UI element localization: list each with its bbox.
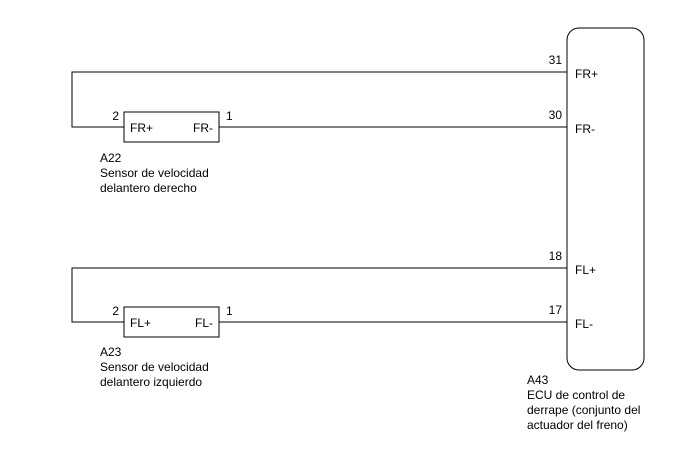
ecu-pin-30-number: 30: [549, 108, 563, 122]
sensor-right-pin-left-label: FR+: [130, 121, 153, 135]
sensor-left-desc-line-1: Sensor de velocidad: [100, 360, 209, 374]
sensor-left-pin-left-number: 2: [112, 304, 119, 318]
sensor-left-block: [123, 306, 220, 338]
ecu-desc-line-3: actuador del freno): [527, 418, 628, 432]
sensor-left-pin-right-label: FL-: [195, 316, 213, 330]
ecu-pin-18-number: 18: [549, 249, 563, 263]
sensor-left-pin-left-label: FL+: [130, 316, 151, 330]
sensor-right-block: [123, 111, 220, 143]
ecu-pin-17-number: 17: [549, 303, 563, 317]
sensor-right-desc-line-2: delantero derecho: [100, 181, 197, 195]
ecu-desc-line-1: ECU de control de: [527, 388, 625, 402]
sensor-right-pin-right-number: 1: [226, 109, 233, 123]
sensor-left-desc-line-2: delantero izquierdo: [100, 375, 202, 389]
sensor-right-code: A22: [100, 151, 122, 165]
wire-fl-plus: [71, 267, 567, 323]
ecu-block: [566, 27, 645, 371]
ecu-desc-line-2: derrape (conjunto del: [527, 403, 640, 417]
ecu-pin-30-label: FR-: [575, 122, 595, 136]
ecu-pin-31-label: FR+: [575, 67, 598, 81]
sensor-right-pin-left-number: 2: [112, 109, 119, 123]
ecu-pin-17-label: FL-: [575, 317, 593, 331]
sensor-left-pin-right-number: 1: [226, 304, 233, 318]
sensor-left-code: A23: [100, 345, 122, 359]
ecu-pin-18-label: FL+: [575, 263, 596, 277]
sensor-right-desc-line-1: Sensor de velocidad: [100, 166, 209, 180]
ecu-code: A43: [527, 373, 549, 387]
wire-fr-plus: [71, 71, 567, 128]
sensor-right-pin-right-label: FR-: [193, 121, 213, 135]
ecu-pin-31-number: 31: [549, 53, 563, 67]
